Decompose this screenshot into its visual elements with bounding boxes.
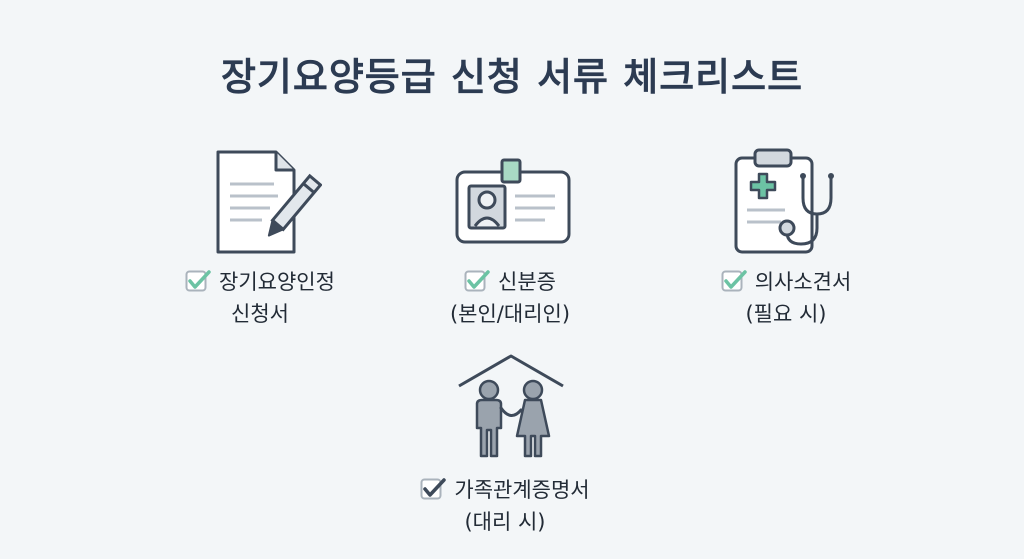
- page-title: 장기요양등급 신청 서류 체크리스트: [220, 55, 804, 99]
- item-label: 장기요양인정 신청서: [150, 268, 370, 328]
- check-icon: [721, 269, 747, 300]
- check-icon: [464, 269, 490, 300]
- medical-clipboard-stethoscope-icon: [734, 148, 834, 254]
- check-icon: [185, 269, 211, 300]
- family-house-icon: [458, 354, 564, 458]
- item-label: 가족관계증명서 (대리 시): [390, 476, 620, 536]
- item-label: 의사소견서 (필요 시): [676, 268, 896, 328]
- document-pen-icon: [216, 150, 322, 254]
- item-label: 신분증 (본인/대리인): [449, 269, 571, 326]
- id-card-icon: [455, 158, 571, 244]
- check-icon: [420, 477, 447, 508]
